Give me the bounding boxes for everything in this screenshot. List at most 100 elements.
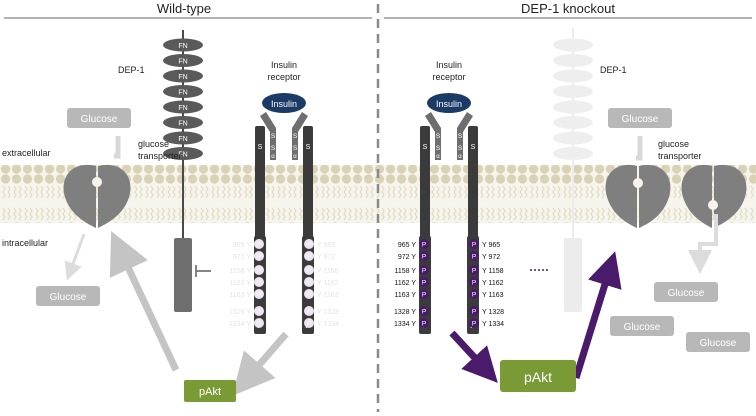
insulin-receptor-label-right-1: Insulin	[436, 60, 462, 70]
phospho-label: P	[472, 292, 476, 299]
pakt-box-right	[500, 360, 576, 392]
transporter-label-right-1: glucose	[658, 139, 689, 149]
glucose-transporters-ko: Glucose glucose transporter Glucose Gluc…	[605, 108, 750, 352]
insulin-label-left: Insulin	[271, 99, 297, 109]
tyrosine-label: 1163 Y	[394, 292, 416, 299]
left-panel-title: Wild-type	[157, 1, 211, 16]
insulin-receptor-label-left-1: Insulin	[271, 60, 297, 70]
insulin-label-right: Insulin	[436, 99, 462, 109]
tyrosine-label: 1328 Y	[394, 309, 416, 316]
insulin-molecule-left	[262, 93, 306, 113]
tyrosine-label: Y 1158	[482, 268, 504, 275]
fn-label: FN	[178, 105, 187, 112]
pakt-box-left	[184, 380, 236, 402]
alpha-label: α	[293, 154, 297, 160]
pakt-label-left: pAkt	[199, 386, 221, 398]
phospho-site	[469, 318, 479, 328]
phospho-label: P	[307, 242, 311, 249]
phospho-site	[469, 265, 479, 275]
glucose-box-right-2	[610, 316, 674, 336]
dep1-ko-faded: DEP-1	[553, 28, 627, 312]
transporter-right-lobe	[98, 164, 131, 228]
tyrosine-label: Y 1328	[482, 309, 504, 316]
phospho-label: P	[307, 268, 311, 275]
glucose-out-arrow-right	[688, 214, 718, 274]
phospho-label: P	[472, 321, 476, 328]
extracellular-label: extracellular	[2, 148, 51, 158]
phospho-site	[304, 239, 314, 249]
tyrosine-label: 965 Y	[233, 242, 251, 249]
phospho-site	[254, 251, 264, 261]
right-panel-title: DEP-1 knockout	[521, 1, 615, 16]
arrow-receptor-to-pakt-left	[232, 331, 289, 396]
s-label: S	[271, 133, 276, 140]
fn-domain	[163, 38, 203, 52]
phospho-site	[304, 306, 314, 316]
phospho-site	[419, 277, 429, 287]
phospho-label: P	[307, 309, 311, 316]
phospho-label: P	[472, 268, 476, 275]
tyrosine-label: Y 1334	[317, 321, 339, 328]
phospho-site	[469, 306, 479, 316]
transporter-a-pocket	[633, 178, 643, 188]
phospho-site	[304, 289, 314, 299]
pakt-label-right: pAkt	[524, 369, 552, 385]
pakt-wt: pAkt	[109, 230, 289, 402]
glucose-in-arrow-right	[636, 136, 643, 161]
phospho-label: P	[472, 242, 476, 249]
phospho-site	[254, 289, 264, 299]
intracellular-label: intracellular	[2, 238, 48, 248]
phospho-label: P	[257, 321, 261, 328]
glucose-box-right-3	[686, 332, 750, 352]
alpha-label: α	[271, 154, 275, 160]
fn-domain	[553, 85, 593, 98]
fn-domain	[163, 131, 203, 145]
tyrosine-label: 1162 Y	[394, 280, 416, 287]
fn-label: FN	[178, 136, 187, 143]
alpha-subunit	[457, 112, 473, 160]
transporter-a-right-lobe	[639, 164, 671, 228]
pakt-ko: pAkt	[449, 251, 622, 392]
tyrosine-label: 965 Y	[398, 242, 416, 249]
insulin-receptor-label-right-2: receptor	[432, 72, 465, 82]
fn-domain	[553, 54, 593, 67]
phospho-label: P	[422, 321, 426, 328]
fn-domain	[553, 116, 593, 129]
transporter-a-left-lobe	[605, 164, 637, 228]
transporter-pocket	[92, 177, 102, 187]
fn-domain	[163, 147, 203, 160]
s-label: S	[271, 145, 276, 152]
dep1-faded-domain	[564, 238, 582, 312]
s-label: S	[293, 145, 298, 152]
glucose-box-right-1	[654, 282, 718, 302]
fn-label: FN	[178, 121, 187, 128]
transporter-label-left-1: glucose	[138, 139, 169, 149]
insulin-receptor-label-left-2: receptor	[267, 72, 300, 82]
transporter-label-left-2: transporter	[138, 151, 182, 161]
fn-domain	[163, 100, 203, 114]
transporter-b-left-lobe	[681, 164, 712, 228]
transporter-left-lobe	[63, 164, 96, 228]
phospho-site	[419, 289, 429, 299]
fn-domain	[553, 100, 593, 114]
tyrosine-label: Y 972	[317, 254, 335, 261]
phospho-label: P	[257, 242, 261, 249]
transporter-label-right-2: transporter	[658, 151, 702, 161]
alpha-subunit	[425, 112, 441, 160]
tyrosine-label: 1328 Y	[229, 309, 251, 316]
phospho-site	[304, 318, 314, 328]
fn-domain	[163, 69, 203, 83]
s-label: S	[458, 133, 463, 140]
phospho-label: P	[307, 254, 311, 261]
tyrosine-label: Y 1158	[317, 268, 339, 275]
phospho-site	[254, 318, 264, 328]
tyrosine-label: 1334 Y	[394, 321, 416, 328]
s-label: S	[471, 144, 476, 151]
fn-domain	[553, 38, 593, 52]
phospho-site	[419, 265, 429, 275]
glucose-label-right-3: Glucose	[700, 338, 737, 349]
alpha-label: α	[458, 154, 462, 160]
